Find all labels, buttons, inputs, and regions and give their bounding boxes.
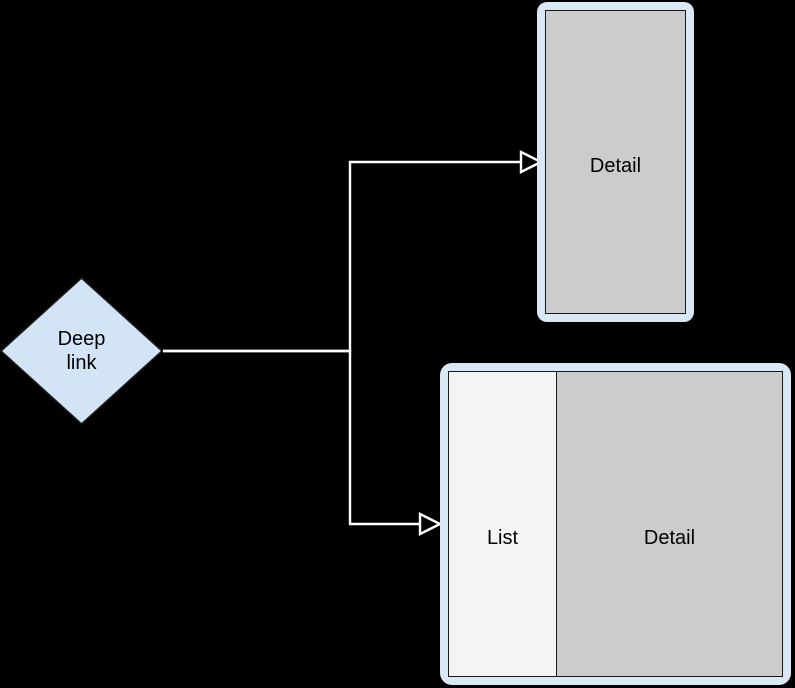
edge-deeplink-to-phone	[163, 150, 544, 353]
tablet-screen: List Detail	[448, 371, 783, 677]
phone-detail-pane[interactable]: Detail	[546, 11, 685, 313]
tablet-detail-pane[interactable]: Detail	[557, 372, 782, 676]
phone-device-node[interactable]: Detail	[537, 2, 694, 322]
diamond-shape-icon	[0, 277, 163, 425]
tablet-device-node[interactable]: List Detail	[440, 363, 791, 685]
deep-link-node[interactable]: Deep link	[0, 277, 163, 425]
edge-deeplink-to-tablet	[163, 349, 443, 536]
tablet-detail-label: Detail	[643, 527, 696, 549]
tablet-list-pane[interactable]: List	[449, 372, 557, 676]
phone-screen: Detail	[545, 10, 686, 314]
phone-detail-label: Detail	[589, 155, 642, 177]
tablet-list-label: List	[486, 527, 519, 549]
